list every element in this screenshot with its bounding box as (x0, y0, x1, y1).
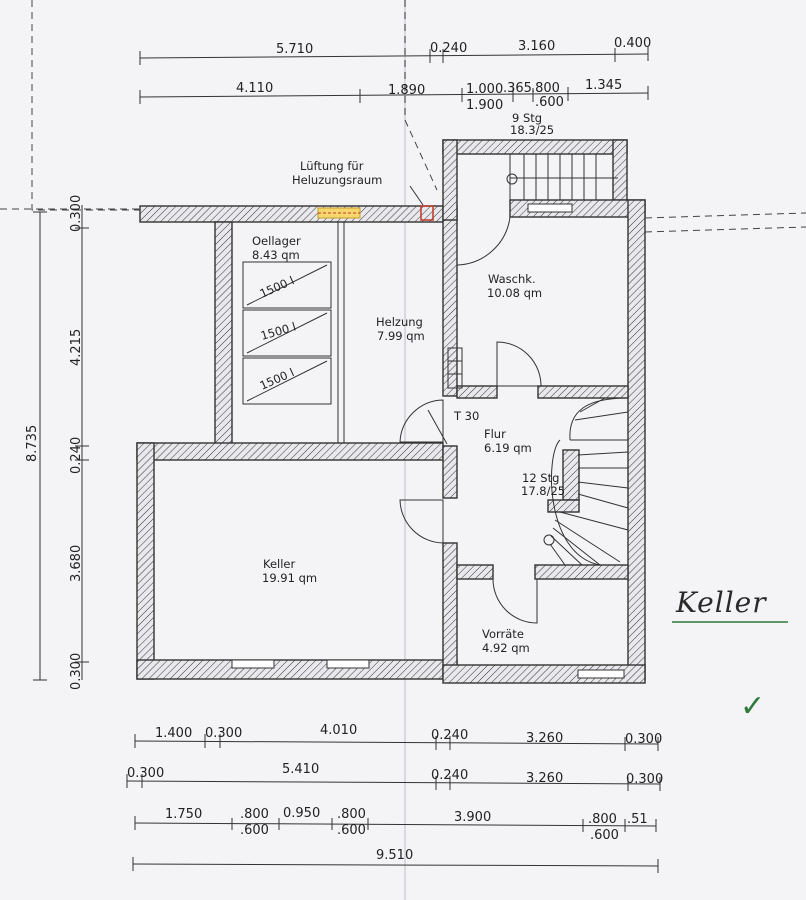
dim-600-b3a: .600 (240, 823, 269, 838)
dim-800-b3a: .800 (240, 807, 269, 822)
dimension-left-total: 8.735 (25, 211, 47, 681)
stairs-top-ratio: 18.3/25 (510, 123, 554, 137)
dim-1400: 1.400 (155, 726, 192, 741)
dim-0950: 0.950 (283, 806, 320, 821)
chimney (447, 347, 463, 389)
dim-0400: 0.400 (614, 36, 651, 51)
dim-3260-b2: 3.260 (526, 771, 563, 786)
room-labels: Oellager 8.43 qm Helzung 7.99 qm Waschk.… (252, 234, 542, 655)
tank-label-1: 1500 l (258, 273, 297, 300)
dim-5710: 5.710 (276, 42, 313, 57)
door-swings (399, 216, 542, 624)
lueftung-label-1: Lüftung für (300, 159, 364, 173)
dim-1900: 1.900 (466, 98, 503, 113)
dimension-bottom-row2: 0.300 5.410 0.240 3.260 0.300 (126, 762, 663, 791)
top-stairs: 9 Stg 18.3/25 (506, 111, 618, 201)
dim-4010: 4.010 (320, 723, 357, 738)
room-heizung-area: 7.99 qm (377, 329, 425, 343)
dim-1345: 1.345 (585, 78, 622, 93)
dim-800-b3b: .800 (337, 807, 366, 822)
dim-4215: 4.215 (69, 329, 84, 366)
lueftung-label-2: Heluzungsraum (292, 173, 382, 187)
dim-3160: 3.160 (518, 39, 555, 54)
room-waschk-area: 10.08 qm (487, 286, 542, 300)
dim-0240-left: 0.240 (69, 437, 84, 474)
dim-3900: 3.900 (454, 810, 491, 825)
dim-0300-left-bottom: 0.300 (69, 653, 84, 690)
dim-0300-b2a: 0.300 (127, 766, 164, 781)
dim-0240-top: 0.240 (430, 41, 467, 56)
dim-0300-b2b: 0.300 (626, 772, 663, 787)
ventilation-opening: Lüftung für Heluzungsraum (292, 159, 434, 221)
tank-label-2: 1500 l (259, 319, 298, 342)
stairs-top-steps: 9 Stg (512, 111, 542, 125)
main-stairs: 12 Stg 17.8/25 (521, 397, 629, 566)
dim-51: .51 (627, 812, 648, 827)
dim-1890: 1.890 (388, 83, 425, 98)
dimension-bottom-row3: 1.750 .800 .600 0.950 .800 .600 3.900 .8… (134, 806, 657, 843)
dim-600-top: .600 (535, 95, 564, 110)
oil-tanks: 1500 l 1500 l 1500 l (242, 261, 332, 405)
dim-3680: 3.680 (69, 545, 84, 582)
dimension-bottom-total: 9.510 (132, 848, 659, 873)
room-oellager-area: 8.43 qm (252, 248, 300, 262)
dim-600-b3c: .600 (590, 828, 619, 843)
dim-8735: 8.735 (25, 425, 40, 462)
sheet-title: Keller ✓ (672, 586, 788, 724)
dimension-top-row1: 5.710 0.240 3.160 0.400 (139, 36, 651, 65)
door-rating-label: T 30 (453, 409, 479, 423)
dim-1000: 1.000 (466, 82, 503, 97)
stairs-main-steps: 12 Stg (522, 471, 559, 485)
dim-1750: 1.750 (165, 807, 202, 822)
room-heizung-name: Helzung (376, 315, 423, 329)
dimension-top-row2: 4.110 1.890 1.000 1.900 .365 .800 .600 1… (139, 78, 649, 113)
sheet-title-text: Keller (675, 586, 767, 619)
dim-600-b3b: .600 (337, 823, 366, 838)
dimension-bottom-row1: 1.400 0.300 4.010 0.240 3.260 0.300 (134, 723, 662, 751)
dim-0240-b1: 0.240 (431, 728, 468, 743)
dim-9510: 9.510 (376, 848, 413, 863)
tank-label-3: 1500 l (258, 365, 297, 392)
check-mark-icon: ✓ (740, 689, 765, 724)
dim-5410: 5.410 (282, 762, 319, 777)
dim-800-top: .800 (531, 81, 560, 96)
dashed-outline (0, 0, 806, 233)
room-waschk-name: Waschk. (488, 272, 536, 286)
room-vorraete-name: Vorräte (482, 627, 524, 641)
dim-0300-left-top: 0.300 (69, 195, 84, 232)
dim-800-b3c: .800 (588, 812, 617, 827)
room-oellager-name: Oellager (252, 234, 301, 248)
dim-0240-b2: 0.240 (431, 768, 468, 783)
stairs-main-ratio: 17.8/25 (521, 484, 565, 498)
dim-365: .365 (503, 81, 532, 96)
room-keller-area: 19.91 qm (262, 571, 317, 585)
dimension-left-parts: 0.300 4.215 0.240 3.680 0.300 (69, 195, 89, 690)
room-flur-name: Flur (484, 427, 506, 441)
dim-3260-b1: 3.260 (526, 731, 563, 746)
dim-0300-b1a: 0.300 (205, 726, 242, 741)
dim-4110: 4.110 (236, 81, 273, 96)
dim-0300-b1b: 0.300 (625, 732, 662, 747)
walls (136, 139, 646, 684)
room-flur-area: 6.19 qm (484, 441, 532, 455)
room-vorraete-area: 4.92 qm (482, 641, 530, 655)
room-keller-name: Keller (263, 557, 296, 571)
